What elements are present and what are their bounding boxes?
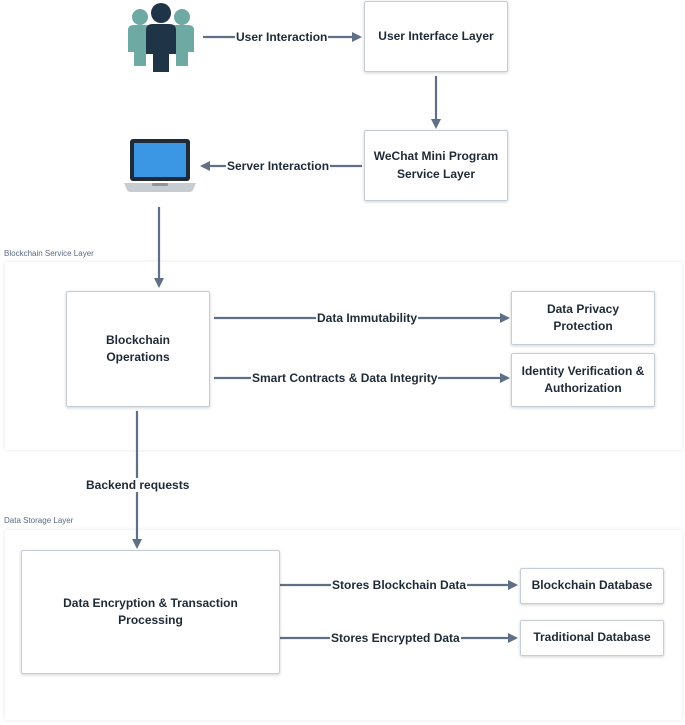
- stores-encrypted-data-label: Stores Encrypted Data: [330, 631, 461, 645]
- identity-verification-box: Identity Verification & Authorization: [511, 353, 655, 407]
- traditional-database-box: Traditional Database: [520, 620, 664, 656]
- traditional-database-text: Traditional Database: [533, 630, 651, 645]
- backend-requests-label: Backend requests: [85, 478, 191, 492]
- wechat-service-layer-text: WeChat Mini Program Service Layer: [373, 149, 499, 181]
- stores-blockchain-data-label: Stores Blockchain Data: [331, 578, 468, 592]
- data-privacy-box: Data Privacy Protection: [511, 291, 655, 345]
- storage-layer-label: Data Storage Layer: [4, 516, 74, 525]
- user-interface-layer-text: User Interface Layer: [378, 28, 494, 43]
- laptop-icon: [124, 139, 196, 192]
- identity-verification-text: Identity Verification & Authorization: [521, 363, 645, 395]
- users-group-icon: [128, 3, 194, 72]
- smart-contracts-label: Smart Contracts & Data Integrity: [251, 371, 439, 385]
- blockchain-operations-box: Blockchain Operations: [66, 291, 210, 407]
- data-privacy-text: Data Privacy Protection: [546, 301, 620, 333]
- data-immutability-label: Data Immutability: [316, 311, 419, 325]
- data-encryption-text: Data Encryption & Transaction Processing: [63, 595, 238, 627]
- server-interaction-label: Server Interaction: [226, 159, 331, 173]
- blockchain-database-text: Blockchain Database: [531, 578, 653, 593]
- user-interface-layer-box: User Interface Layer: [364, 1, 508, 72]
- wechat-service-layer-box: WeChat Mini Program Service Layer: [364, 130, 508, 201]
- data-encryption-box: Data Encryption & Transaction Processing: [21, 550, 280, 674]
- blockchain-database-box: Blockchain Database: [520, 568, 664, 604]
- user-interaction-label: User Interaction: [235, 30, 329, 44]
- blockchain-operations-text: Blockchain Operations: [105, 332, 171, 364]
- blockchain-layer-label: Blockchain Service Layer: [4, 249, 94, 258]
